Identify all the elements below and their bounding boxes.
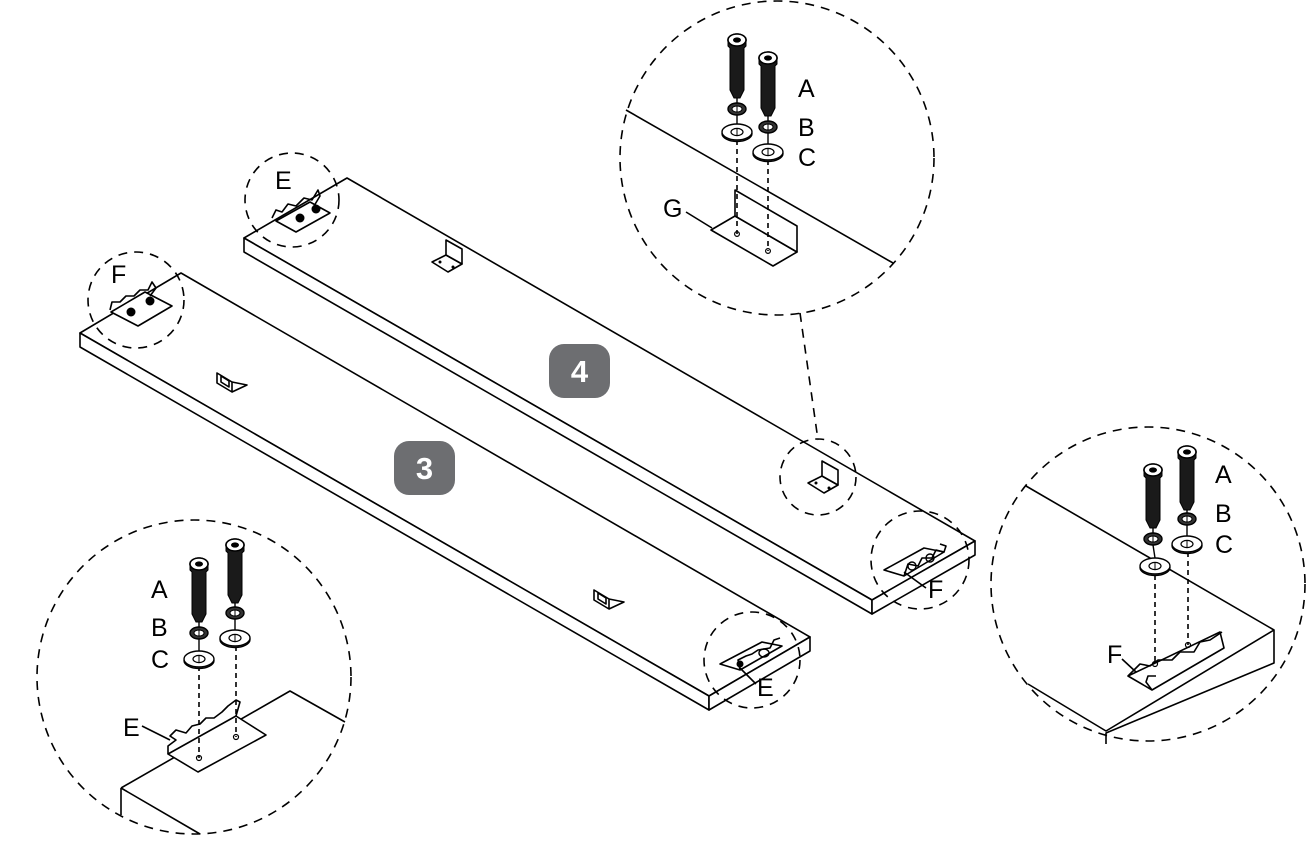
lock-washer-b-icon xyxy=(727,102,747,116)
part-badge-3: 3 xyxy=(394,441,455,495)
callout-label-f-board3: F xyxy=(111,261,126,289)
label-a: A xyxy=(1215,461,1232,489)
lock-washer-b-icon xyxy=(225,606,245,620)
screw-a-icon xyxy=(1143,463,1163,529)
lock-washer-b-icon xyxy=(1177,512,1197,526)
label-f: F xyxy=(1107,641,1122,669)
label-a: A xyxy=(151,576,168,604)
flat-washer-c-icon xyxy=(219,629,251,649)
callout-label-e-board3: E xyxy=(757,674,774,702)
label-c: C xyxy=(151,646,169,674)
plate-f-board3 xyxy=(109,281,173,327)
screw-a-icon xyxy=(1177,445,1197,511)
bracket-g-small-right xyxy=(807,460,839,494)
label-b: B xyxy=(151,614,168,642)
flat-washer-c-icon xyxy=(1171,535,1203,555)
detail-view-bracket-g: A B C G xyxy=(619,0,935,316)
callout-board4-left: E xyxy=(244,152,340,248)
label-c: C xyxy=(798,144,816,172)
lock-washer-b-icon xyxy=(189,626,209,640)
badge-3-text: 3 xyxy=(416,451,433,486)
flat-washer-c-icon xyxy=(752,143,784,163)
plate-e-board4 xyxy=(271,189,331,233)
plate-f-board4 xyxy=(883,543,947,577)
board-3: 3 xyxy=(79,272,811,711)
part-badge-4: 4 xyxy=(549,344,610,398)
flat-washer-c-icon xyxy=(1139,557,1171,577)
flat-washer-c-icon xyxy=(721,123,753,143)
label-b: B xyxy=(1215,500,1232,528)
callout-board3-right: E xyxy=(703,611,801,709)
callout-board4-bracket xyxy=(779,312,857,516)
label-g: G xyxy=(663,195,682,223)
lock-washer-b-icon xyxy=(758,120,778,134)
callout-label-e-board4: E xyxy=(275,167,292,195)
badge-4-text: 4 xyxy=(571,354,589,389)
detail-view-plate-e: A B C E xyxy=(36,519,352,835)
callout-label-f-board4: F xyxy=(928,576,943,604)
screw-a-icon xyxy=(189,557,209,623)
screw-a-icon xyxy=(758,51,778,117)
flat-washer-c-icon xyxy=(183,650,215,670)
lock-washer-b-icon xyxy=(1143,532,1163,546)
screw-a-icon xyxy=(225,538,245,604)
cutout-right xyxy=(593,589,625,610)
cutout-left xyxy=(216,372,248,393)
callout-board3-left: F xyxy=(87,251,185,349)
plate-e-board3 xyxy=(719,637,783,671)
label-e: E xyxy=(123,714,140,742)
label-a: A xyxy=(798,75,815,103)
detail-view-plate-f: A B C F xyxy=(990,426,1306,744)
label-c: C xyxy=(1215,531,1233,559)
callout-board4-right: F xyxy=(870,510,970,610)
board-4: 4 xyxy=(243,177,976,615)
screw-a-icon xyxy=(727,33,747,99)
bracket-g-small xyxy=(431,239,463,273)
label-b: B xyxy=(798,114,815,142)
